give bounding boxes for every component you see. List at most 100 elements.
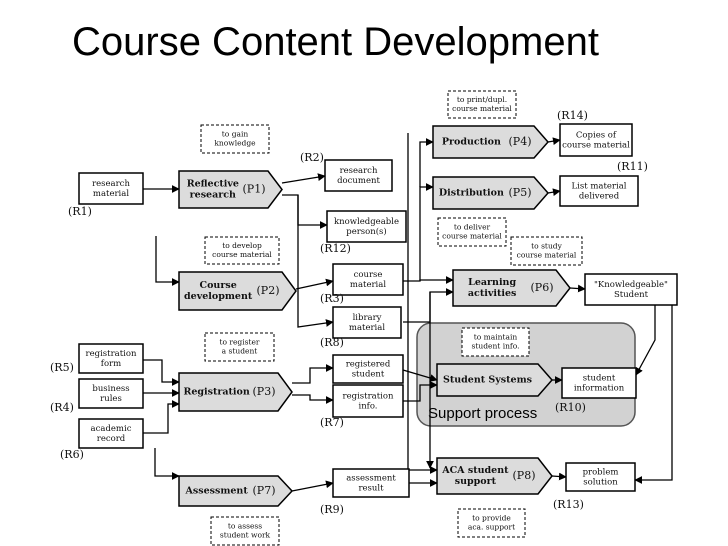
goal-label: to print/dupl.	[457, 95, 507, 104]
process-ref: (P1)	[243, 183, 266, 196]
goal-label: knowledge	[214, 138, 256, 147]
goal-g_print: to print/dupl.course material	[447, 90, 517, 119]
goal-label: to register	[219, 338, 259, 347]
resource-label: List material	[572, 182, 627, 192]
goal-label: to provide	[472, 514, 511, 523]
connector-arrow	[419, 138, 434, 187]
resource-label: student	[583, 374, 616, 384]
connector-arrow	[154, 448, 180, 480]
resource-ref: (R10)	[555, 401, 586, 414]
process-ref: (P6)	[531, 281, 554, 294]
connector-arrow	[419, 183, 434, 281]
resource-label: assessment	[346, 474, 396, 484]
goal-label: course material	[517, 250, 577, 259]
goal-label: to maintain	[474, 333, 518, 342]
resource-ref: (R12)	[320, 242, 351, 255]
process-shape	[178, 170, 283, 209]
goal-box	[204, 236, 280, 265]
goal-label: a student	[222, 346, 258, 355]
resource-label: registration	[86, 349, 137, 359]
process-ref: (P7)	[253, 484, 276, 497]
goal-label: course material	[212, 250, 272, 259]
goal-box	[210, 516, 280, 546]
resource-label: academic	[91, 424, 132, 434]
connector-arrow	[569, 284, 586, 293]
connector-arrow	[143, 359, 180, 386]
connector-arrow	[282, 194, 328, 229]
process-shape	[178, 271, 297, 311]
process-label: Learning	[468, 277, 516, 288]
resource-label: research	[92, 179, 130, 189]
goal-label: student work	[220, 530, 271, 539]
goal-label: to deliver	[454, 223, 491, 232]
resource-box	[332, 384, 404, 418]
connector-arrow	[292, 364, 334, 384]
resource-label: registered	[346, 360, 391, 370]
connector-arrow	[547, 188, 561, 197]
process-shape	[178, 475, 294, 507]
resource-label: course material	[562, 140, 630, 150]
resource-ref: (R4)	[50, 401, 74, 414]
connector-arrow	[551, 472, 567, 481]
resource-label: material	[349, 323, 385, 333]
process-label: Distribution	[439, 188, 504, 199]
resource-label: material	[350, 280, 386, 290]
process-shape	[432, 125, 549, 159]
resource-label: information	[574, 383, 625, 393]
process-shape	[452, 269, 571, 307]
resource-label: form	[101, 359, 121, 369]
resource-label: rules	[100, 394, 122, 404]
connector-arrow	[281, 173, 326, 184]
resource-label: person(s)	[346, 226, 386, 237]
process-label: ACA student	[441, 465, 509, 476]
resource-box	[78, 343, 144, 374]
resource-box	[332, 468, 410, 498]
resource-box	[326, 210, 407, 243]
resource-label: info.	[358, 401, 377, 411]
connector-arrow	[155, 236, 180, 286]
resource-label: student	[352, 369, 385, 379]
resource-ref: (R6)	[60, 448, 84, 461]
process-label: Course	[200, 280, 237, 291]
goal-label: student info.	[472, 341, 520, 350]
process-label: Assessment	[185, 486, 249, 497]
resource-ref: (R14)	[557, 109, 588, 122]
connector-arrow	[292, 394, 334, 404]
goal-label: aca. support	[468, 522, 515, 531]
goal-box	[510, 236, 583, 266]
process-shape	[178, 372, 293, 412]
support-process-label: Support process	[428, 405, 537, 422]
goal-box	[457, 508, 526, 538]
resource-label: material	[93, 189, 129, 199]
resource-box	[332, 354, 404, 384]
process-label: support	[455, 476, 497, 487]
resource-ref: (R8)	[320, 336, 344, 349]
resource-box	[324, 159, 393, 192]
resource-label: delivered	[579, 191, 620, 201]
connector-lines	[143, 133, 673, 492]
resource-box	[332, 306, 402, 339]
goal-label: to assess	[228, 522, 262, 531]
resource-label: document	[337, 176, 380, 186]
goal-box	[437, 217, 507, 247]
process-ss: Student Systems	[436, 363, 553, 397]
goal-box	[200, 124, 270, 154]
resource-rks: "Knowledgeable"Student	[584, 273, 678, 306]
process-ref: (P2)	[257, 284, 280, 297]
resource-label: knowledgeable	[334, 217, 399, 227]
resource-box	[565, 462, 636, 492]
process-p7: Assessment (P7)	[178, 475, 294, 507]
resource-box	[559, 175, 639, 207]
